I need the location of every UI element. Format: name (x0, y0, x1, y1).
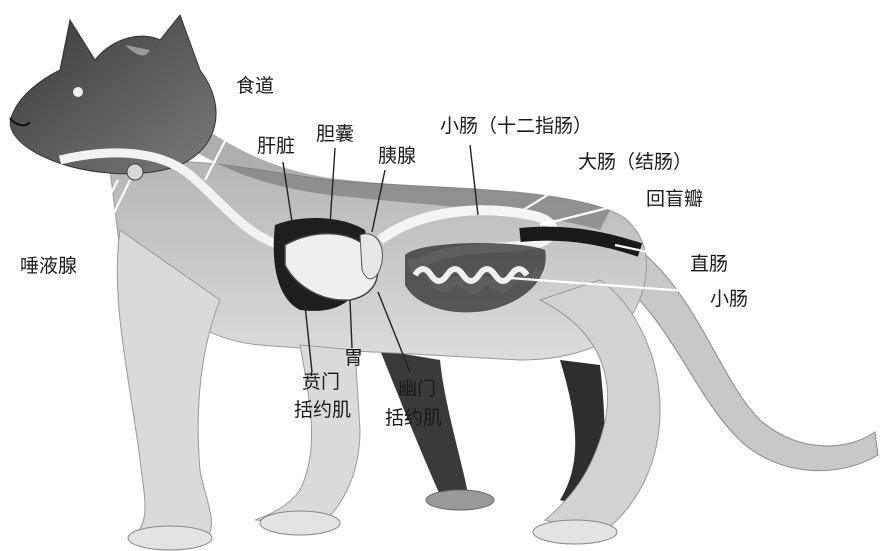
cat-eye (73, 87, 83, 97)
label-pyloric-sphincter-line2: 括约肌 (385, 407, 442, 429)
label-cardiac-sphincter-line2: 括约肌 (294, 399, 351, 421)
paw-front (128, 526, 212, 550)
label-pancreas: 胰腺 (378, 145, 416, 167)
paw-hind (533, 520, 617, 544)
label-liver: 肝脏 (257, 135, 295, 157)
label-gallbladder: 胆囊 (316, 123, 354, 145)
salivary-gland-shape (127, 164, 143, 180)
tail (630, 250, 878, 471)
label-esophagus: 食道 (236, 75, 274, 97)
label-stomach: 胃 (344, 347, 363, 369)
label-pyloric-sphincter-line1: 幽门 (398, 378, 436, 400)
paw-middle (260, 511, 340, 535)
label-salivary-gland: 唾液腺 (20, 255, 77, 277)
far-legs (380, 350, 604, 508)
label-cardiac-sphincter-line1: 贲门 (302, 371, 340, 393)
paw-far (426, 490, 494, 510)
label-small-intestine: 小肠 (710, 288, 748, 310)
label-rectum: 直肠 (690, 253, 728, 275)
label-ileocecal-valve: 回盲瓣 (646, 188, 703, 210)
label-colon: 大肠（结肠） (578, 151, 692, 173)
label-duodenum: 小肠（十二指肠） (440, 115, 592, 137)
